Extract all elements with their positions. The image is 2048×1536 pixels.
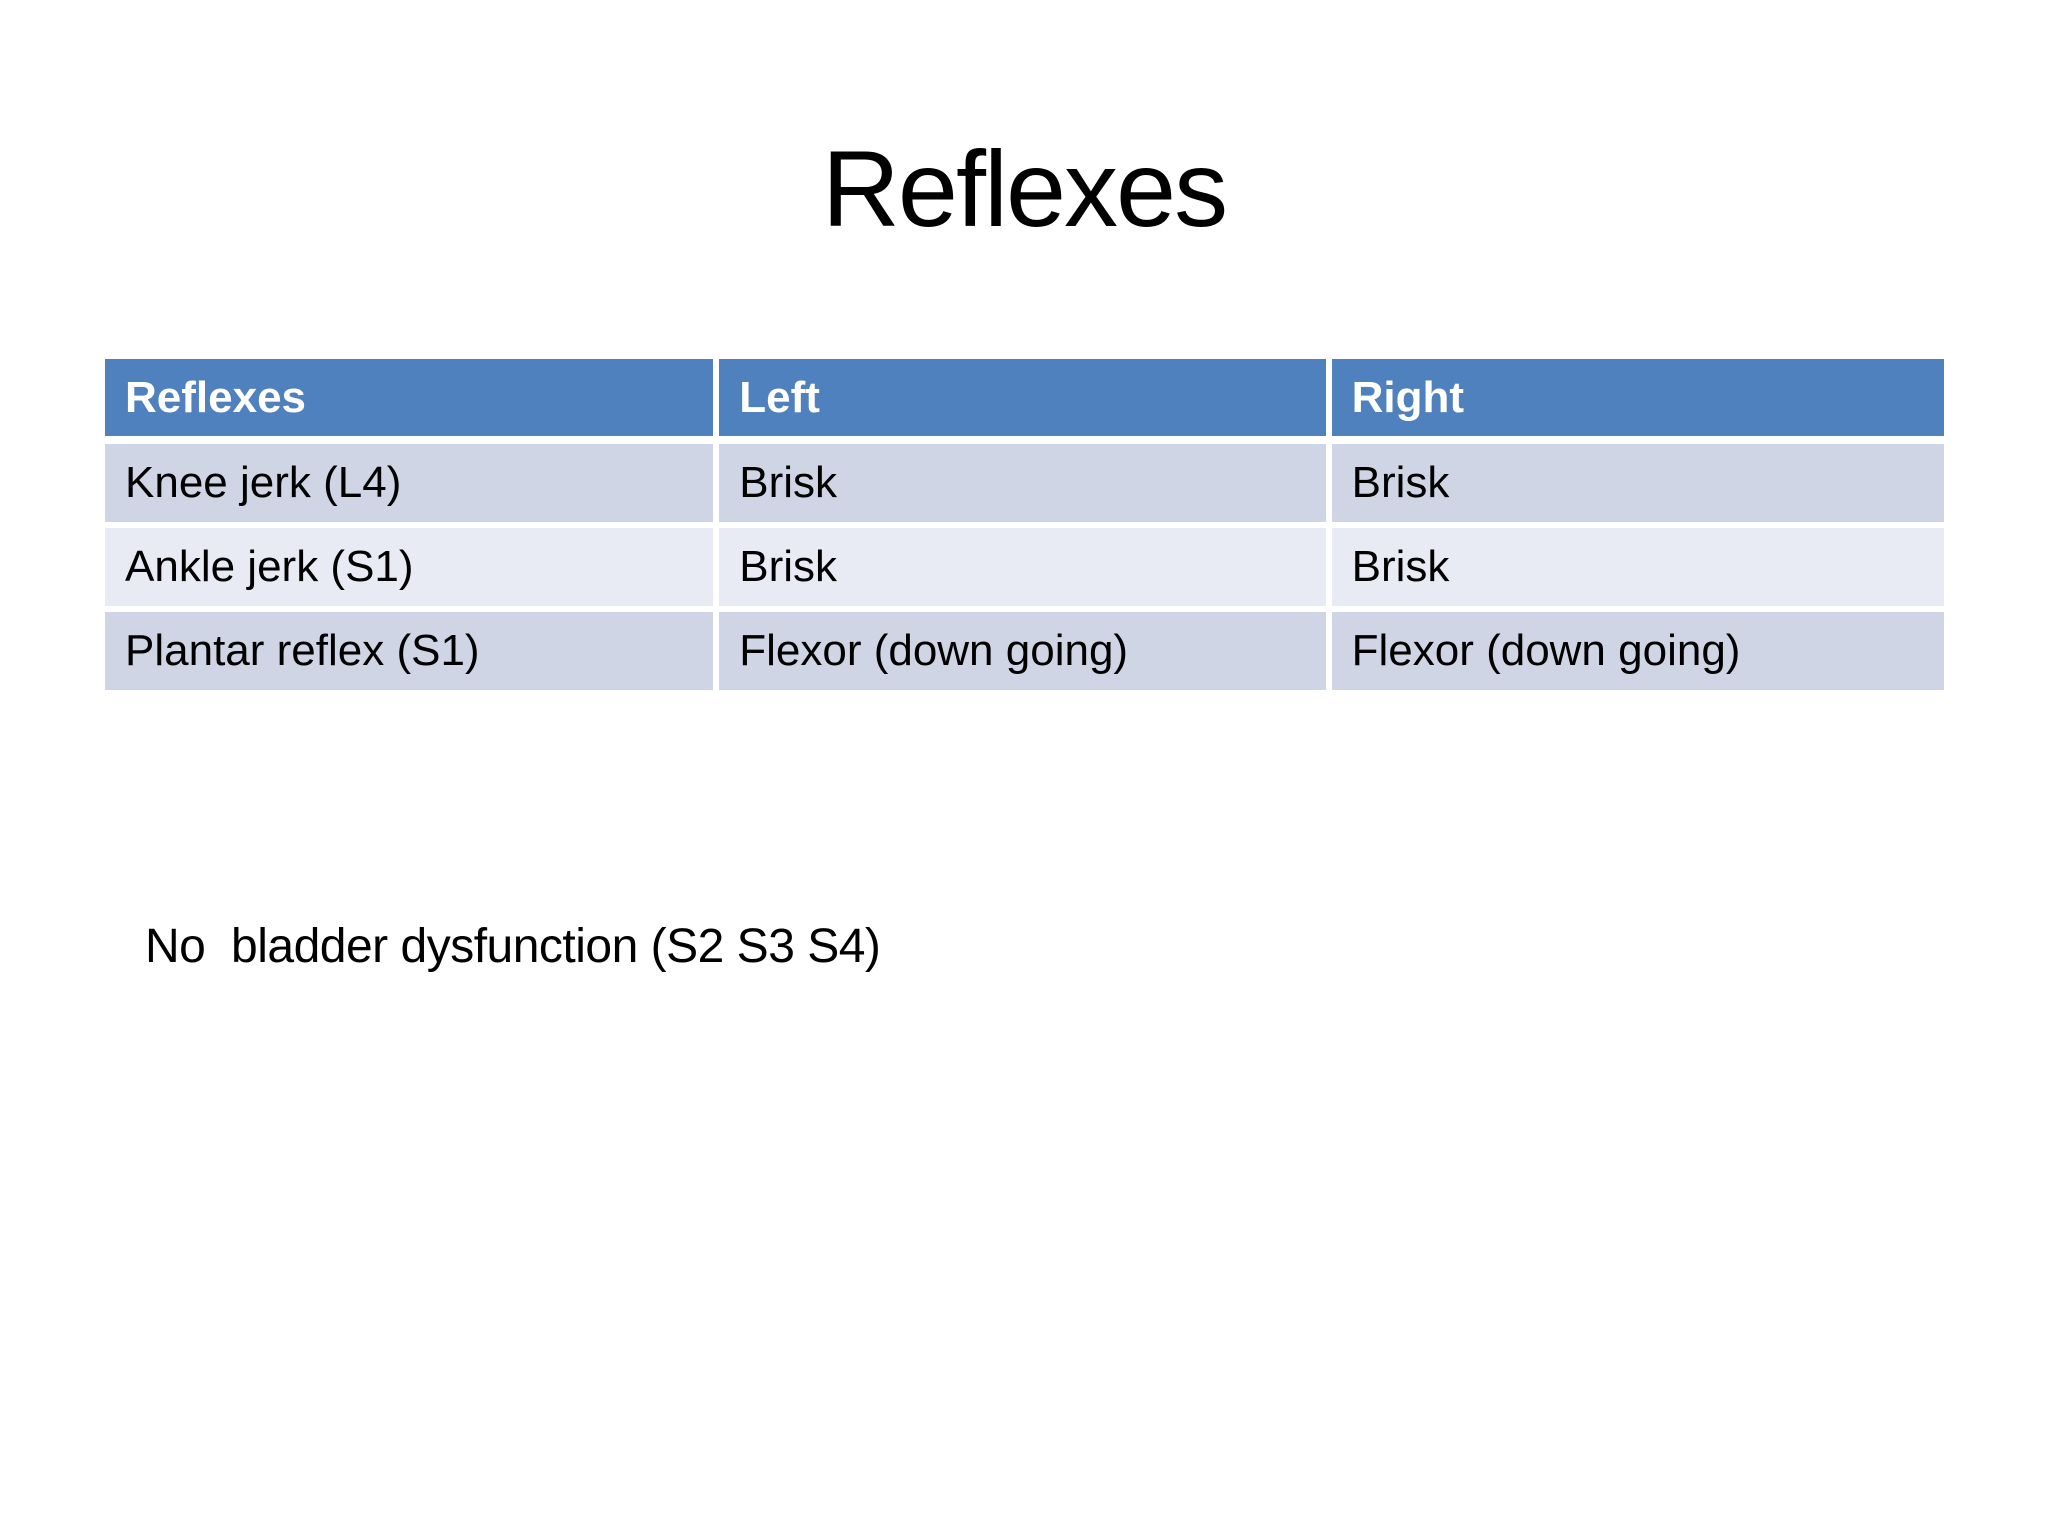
note-bladder-dysfunction: No bladder dysfunction (S2 S3 S4) [145, 920, 881, 973]
cell-ankle-jerk-right: Brisk [1331, 522, 1944, 606]
cell-knee-jerk-right: Brisk [1331, 444, 1944, 522]
cell-ankle-jerk-label: Ankle jerk (S1) [105, 522, 720, 606]
cell-plantar-reflex-label: Plantar reflex (S1) [105, 606, 720, 690]
slide-title: Reflexes [821, 128, 1228, 249]
cell-plantar-reflex-right: Flexor (down going) [1331, 606, 1944, 690]
table-header-reflexes: Reflexes [105, 359, 720, 444]
reflexes-table: Reflexes Left Right Knee jerk (L4) Brisk… [105, 359, 1944, 690]
cell-knee-jerk-left: Brisk [719, 444, 1332, 522]
table-header-right: Right [1331, 359, 1944, 444]
table-header-left: Left [719, 359, 1332, 444]
table-row-knee-jerk: Knee jerk (L4) Brisk Brisk [105, 444, 1944, 522]
table-header-row: Reflexes Left Right [105, 359, 1944, 444]
table-row-plantar-reflex: Plantar reflex (S1) Flexor (down going) … [105, 606, 1944, 690]
cell-ankle-jerk-left: Brisk [719, 522, 1332, 606]
cell-knee-jerk-label: Knee jerk (L4) [105, 444, 720, 522]
table-row-ankle-jerk: Ankle jerk (S1) Brisk Brisk [105, 522, 1944, 606]
cell-plantar-reflex-left: Flexor (down going) [719, 606, 1332, 690]
